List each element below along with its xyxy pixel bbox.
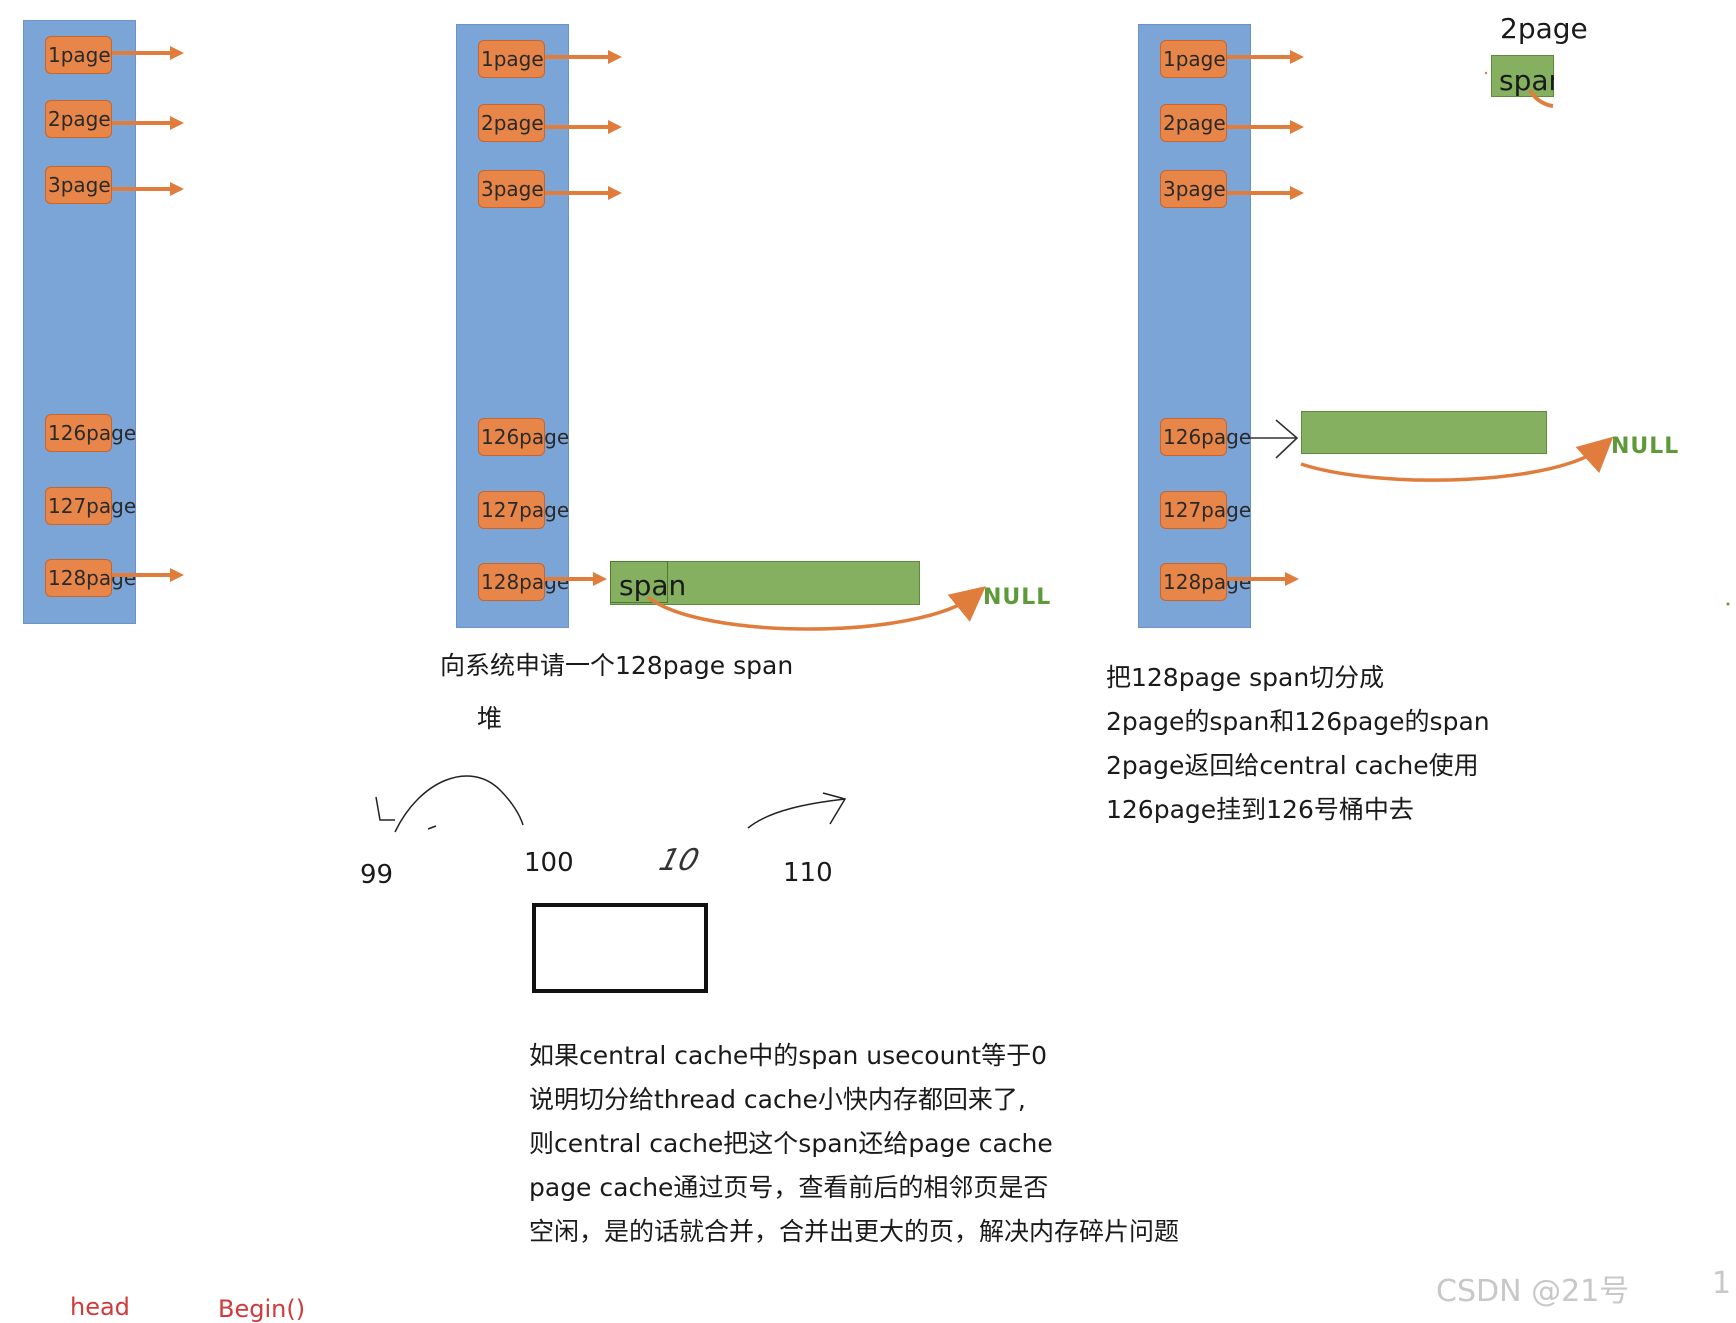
stray-dot [1484,71,1488,75]
span-126page-bar [1301,411,1547,454]
bucket-1page: 1page [1160,40,1227,78]
sketch-number-100: 100 [524,848,574,878]
bucket126-thin-arrow [1250,419,1299,459]
span-2page-label: span [1499,64,1554,97]
sketch-stroke-left-dash [427,825,437,830]
bucket-2page: 2page [45,100,112,138]
sketch-rectangle [532,903,708,993]
bucket-1page: 1page [45,36,112,74]
diagram2-caption: 向系统申请一个128page span [440,651,794,680]
bucket-arrow [112,568,184,582]
bottom-note-4: page cache通过页号，查看前后的相邻页是否 [529,1173,1049,1202]
heap-label: 堆 [477,704,503,733]
bucket-arrow [112,182,184,196]
bucket-1page: 1page [478,40,545,78]
bucket-arrow [545,572,607,586]
bucket-arrow [1227,186,1304,200]
sketch-number-110: 110 [783,858,833,888]
bottom-note-3: 则central cache把这个span还给page cache [529,1129,1053,1158]
bucket-2page: 2page [1160,104,1227,142]
top-2page-label: 2page [1500,12,1588,45]
bucket-arrow [1227,50,1304,64]
sketch-stroke-left [375,775,524,833]
bucket-arrow [545,186,622,200]
bucket-arrow [112,46,184,60]
bottom-note-2: 说明切分给thread cache小快内存都回来了, [529,1085,1026,1114]
bucket-arrow [112,116,184,130]
span126-to-null-curve [1300,436,1614,482]
bucket-2page: 2page [478,104,545,142]
null-label: NULL [983,585,1052,610]
small-span-curl [1528,89,1554,108]
bottom-note-5: 空闲，是的话就合并，合并出更大的页，解决内存碎片问题 [529,1217,1180,1246]
bucket-3page: 3page [478,170,545,208]
span-128page-inner [610,561,668,603]
null-label: NULL [1611,434,1680,459]
diagram3-note-1: 把128page span切分成 [1106,663,1385,692]
diagram3-note-2: 2page的span和126page的span [1106,707,1490,736]
span-to-null-curve [646,586,986,631]
bucket-3page: 3page [1160,170,1227,208]
bucket-arrow [1227,120,1304,134]
page-mark: 1 [1712,1266,1732,1301]
csdn-watermark: CSDN @21号 [1436,1274,1630,1309]
bucket-3page: 3page [45,166,112,204]
span-2page-bar [1491,55,1554,97]
bucket-arrow [545,50,622,64]
bucket-arrow [545,120,622,134]
stray-dot [1726,602,1730,606]
bucket-arrow [1227,572,1299,586]
sketch-number-99: 99 [360,860,394,890]
diagram3-note-4: 126page挂到126号桶中去 [1106,795,1414,824]
sketch-stroke-right-arrow [747,792,847,829]
diagram3-note-3: 2page返回给central cache使用 [1106,751,1479,780]
bucket-128page: 128page [478,563,569,601]
bottom-note-1: 如果central cache中的span usecount等于0 [529,1041,1047,1070]
span-label: span [619,569,687,602]
